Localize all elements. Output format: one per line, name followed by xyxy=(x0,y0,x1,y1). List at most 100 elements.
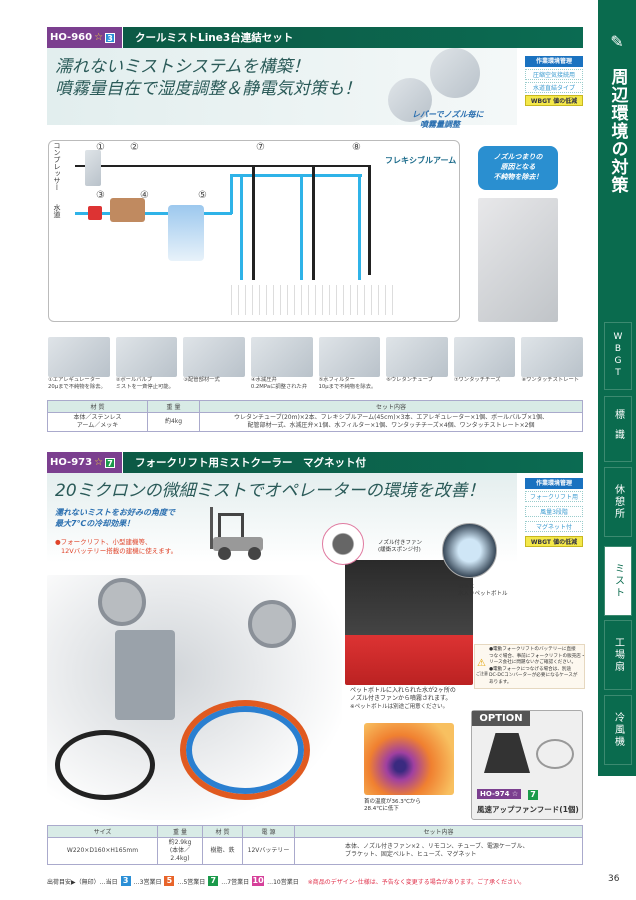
subheadline: 濡れないミストをお好みの角度で 最大7℃の冷却効果！ xyxy=(55,507,175,529)
sidebar-tab-fan[interactable]: 工場扇 xyxy=(604,620,632,690)
part-photo xyxy=(521,337,583,377)
option-code-text: HO-974 xyxy=(480,790,510,798)
arm-2b xyxy=(312,165,315,280)
cell-material: 樹脂、鉄 xyxy=(202,837,243,865)
num-4: ④ xyxy=(140,190,149,201)
headline: 濡れないミストシステムを構築！ 噴霧量自在で湿度調整＆静電気対策も！ xyxy=(55,56,361,100)
tag: 作業環境管理 xyxy=(525,478,583,489)
banner xyxy=(47,473,517,563)
tag: 水道直結タイプ xyxy=(525,82,583,93)
ship-badge: 7 xyxy=(105,457,116,468)
star-icon: ☆ xyxy=(94,457,104,468)
part-item: ③配管部材一式 xyxy=(183,337,245,391)
th: セット内容 xyxy=(294,825,583,838)
thermal-image xyxy=(364,723,454,795)
part-photo xyxy=(250,337,313,377)
product-code-ho960: HO-960 ☆ 3 xyxy=(47,27,122,48)
flex-arm-label: フレキシブルアーム xyxy=(385,156,457,165)
part-name: ④水減圧弁 xyxy=(250,377,277,383)
sidebar-tab-signs[interactable]: 標識 xyxy=(604,396,632,462)
sidebar-tab-cooler[interactable]: 冷風機 xyxy=(604,695,632,765)
sub-line: 濡れないミストをお好みの角度で xyxy=(55,508,175,517)
part-item: ②ボールバルブミストを一斉停止可能。 xyxy=(115,337,178,391)
option-code: HO-974 ☆ xyxy=(477,789,522,799)
cell-contents: 本体、ノズル付きファン×2 、リモコン、チューブ、電源ケーブル、ブラケット、固定… xyxy=(294,837,583,865)
th: 電 源 xyxy=(242,825,295,838)
headline-line2: 噴霧量自在で湿度調整＆静電気対策も！ xyxy=(55,79,361,99)
num-2: ② xyxy=(130,142,139,153)
part-photo xyxy=(318,337,381,377)
ship-badge: 3 xyxy=(120,876,131,886)
sub-line: 最大7℃の冷却効果！ xyxy=(55,519,135,528)
part-name: ①エアレギュレーター xyxy=(48,377,101,383)
bullet-line: ●フォークリフト、小型建機等、 xyxy=(55,538,152,546)
cell-line: 配管部材一式、水減圧弁×1個、水フィルター×1個、ワンタッチチーズ×4個、ワンタ… xyxy=(247,422,535,429)
sidebar-icon: ✎ xyxy=(610,32,624,51)
option-box: OPTION HO-974 ☆ 7 風速アップファンフード(1個) xyxy=(471,710,583,820)
product-code: HO-960 xyxy=(50,32,93,43)
sidebar-tab-mist[interactable]: ミスト xyxy=(604,546,632,616)
caution-line: ●電動フォークリフトのバッテリーに直接 xyxy=(489,647,576,652)
part-desc: 10μまで不純物を除去。 xyxy=(318,384,377,390)
label-line: 本体と xyxy=(458,584,475,590)
th: セット内容 xyxy=(199,400,583,413)
bubble-line: ノズルつまりの xyxy=(493,153,543,161)
bottle-note: ペットボトルに入れられた水が2ヶ所の ノズル付きファンから噴霧されます。 ※ペッ… xyxy=(350,687,456,711)
product-code-ho973: HO-973 ☆ 7 xyxy=(47,452,122,473)
nozzle-photo-2 xyxy=(388,78,432,122)
part-photo xyxy=(115,337,178,377)
tag: WBGT 値の低減 xyxy=(525,95,583,106)
caption-line: 首の温度が36.3℃から xyxy=(364,799,421,805)
caution-line: DC-DCコンバーターが必要になるケースが xyxy=(489,673,578,678)
arm-3 xyxy=(358,175,361,280)
ship-badge: 10 xyxy=(252,876,265,886)
caution-line: リース会社に問題ないかご確認ください。 xyxy=(489,660,577,665)
num-1: ① xyxy=(96,142,105,153)
footer-legend: 出荷目安▶（無印）…当日 3…3営業日 5…5営業日 7…7営業日 10…10営… xyxy=(47,876,597,886)
part-photo xyxy=(48,337,110,377)
fan-1 xyxy=(98,578,146,626)
label-line: 水入りペットボトル xyxy=(458,591,508,597)
cell-line: 約2.9kg xyxy=(168,839,192,846)
bubble-line: 原因となる xyxy=(500,163,536,171)
nozzle-photo-1 xyxy=(430,48,480,98)
sidebar-tab-rest[interactable]: 休憩所 xyxy=(604,467,632,537)
cell-line: (本体／2.4kg) xyxy=(169,847,191,862)
part-desc: ミストを一斉停止可能。 xyxy=(115,384,174,390)
cell-material: 本体／ステンレスアーム／メッキ xyxy=(47,412,148,432)
part-desc: 20μまで不純物を除去。 xyxy=(48,384,106,390)
mist-spray xyxy=(225,285,395,315)
water-pipe-rise xyxy=(230,174,233,214)
ball-valve-image xyxy=(88,206,102,220)
water-pipe xyxy=(232,174,362,177)
usage-bullet: ●フォークリフト、小型建機等、 12Vバッテリー搭載の建機に使えます。 xyxy=(55,538,177,556)
arm-1 xyxy=(240,175,243,280)
th: 重 量 xyxy=(147,400,200,413)
headline-line1: 濡れないミストシステムを構築！ xyxy=(55,57,310,77)
feature-tags: 作業環境管理 フォークリフト用 風量3段階 マグネット付 WBGT 値の低減 xyxy=(525,478,583,549)
part-item: ⑥ウレタンチューブ xyxy=(386,337,448,391)
note-line: ノズル付きファンから噴霧されます。 xyxy=(350,695,452,702)
caution-line: つなぐ場合、事前にフォークリフトの販売店・ xyxy=(489,653,586,659)
sidebar-tab-wbgt[interactable]: WBGT xyxy=(604,322,632,390)
cell-line: アーム／メッキ xyxy=(76,422,119,429)
bottle-zoom-photo xyxy=(442,523,497,578)
num-8: ⑧ xyxy=(352,142,361,153)
air-pipe-down xyxy=(368,165,371,275)
bullet-line: 12Vバッテリー搭載の建機に使えます。 xyxy=(61,547,178,555)
cell-line: 本体、ノズル付きファン×2 、リモコン、チューブ、電源ケーブル、 xyxy=(345,843,529,850)
page-number: 36 xyxy=(608,874,620,884)
part-photo xyxy=(183,337,245,377)
tag: WBGT 値の低減 xyxy=(525,536,583,547)
part-name: ②ボールバルブ xyxy=(115,377,153,383)
water-label: 水道 xyxy=(53,204,61,218)
part-name: ⑤水フィルター xyxy=(318,377,355,383)
caution-line: ●電動フォークにつなげる場合は、別途 xyxy=(489,666,572,672)
option-heading: OPTION xyxy=(472,711,530,726)
product-code: HO-973 xyxy=(50,457,93,468)
note-line: ※ペットボトルは別途ご用意ください。 xyxy=(350,704,449,710)
cell-line: ブラケット、固定ベルト、ヒューズ、マグネット xyxy=(345,851,477,858)
